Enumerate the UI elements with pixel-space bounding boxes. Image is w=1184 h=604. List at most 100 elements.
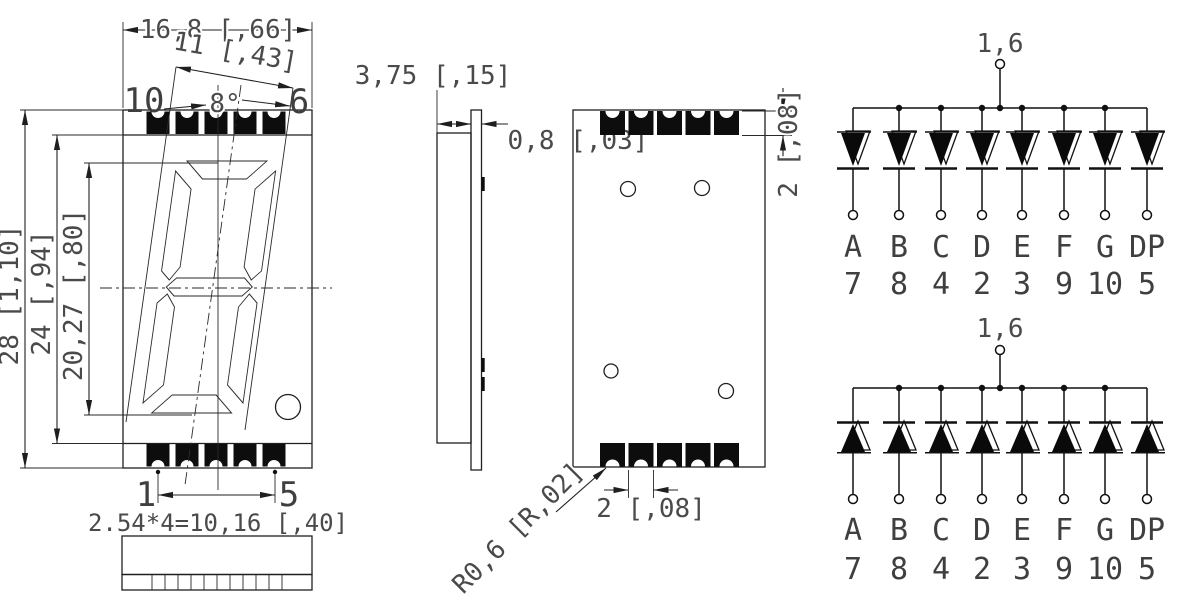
common-terminal — [994, 58, 1006, 70]
svg-text:5: 5 — [1138, 552, 1156, 587]
led-diode — [881, 386, 919, 505]
segment-g — [165, 277, 253, 297]
segment-e — [142, 293, 175, 405]
svg-text:A: A — [844, 230, 862, 265]
led-diode — [1087, 386, 1125, 505]
svg-text:2: 2 — [973, 552, 991, 587]
svg-text:G: G — [1096, 513, 1114, 548]
common-pins-label: 1,6 — [977, 29, 1024, 59]
segment-a — [185, 160, 269, 180]
pin-numbers: 7 8 4 2 3 9 10 5 — [844, 267, 1156, 302]
svg-text:G: G — [1096, 230, 1114, 265]
svg-text:4: 4 — [932, 552, 950, 587]
substrate — [470, 109, 483, 471]
junction-dots — [895, 384, 1109, 392]
led-diode — [923, 386, 961, 505]
back-top-pads — [600, 111, 739, 135]
segment-f — [161, 169, 192, 281]
led-diode — [923, 106, 961, 221]
segment-labels: A B C D E F G DP — [844, 230, 1165, 265]
pin-label-1: 1 — [136, 475, 156, 515]
svg-text:2: 2 — [973, 267, 991, 302]
mounting-hole — [603, 363, 619, 379]
svg-text:3: 3 — [1013, 552, 1031, 587]
svg-text:E: E — [1013, 513, 1031, 548]
svg-text:A: A — [844, 513, 862, 548]
dim-pin-pitch-label: 2.54*4=10,16 [,40] — [88, 509, 348, 537]
led-diode — [1129, 106, 1167, 221]
common-terminal — [994, 344, 1006, 356]
bottom-solder-pads — [146, 444, 286, 467]
mounting-hole — [693, 179, 711, 197]
epoxy-body — [436, 132, 472, 444]
dim-pad-length-label: 2 [,08] — [774, 88, 804, 198]
led-diode — [964, 106, 1002, 221]
pin-label-6: 6 — [289, 82, 309, 122]
svg-text:9: 9 — [1055, 552, 1073, 587]
segment-b — [243, 169, 277, 281]
svg-text:E: E — [1013, 230, 1031, 265]
dim-pad-width-label: 2 [,08] — [596, 494, 706, 524]
dim-slant-angle-label: 8° — [209, 89, 240, 119]
led-diode — [964, 386, 1002, 505]
svg-text:7: 7 — [844, 552, 862, 587]
svg-text:D: D — [973, 230, 991, 265]
led-diode — [1004, 386, 1042, 505]
dim-notch-radius-label: R0,6 [R,02] — [447, 457, 590, 600]
package-outline — [122, 109, 313, 469]
mounting-hole — [717, 382, 735, 400]
common-pins-label: 1,6 — [977, 314, 1024, 344]
svg-text:D: D — [973, 513, 991, 548]
svg-text:9: 9 — [1055, 267, 1073, 302]
segment-d — [150, 394, 233, 414]
led-diode — [1046, 106, 1084, 221]
svg-text:DP: DP — [1129, 230, 1165, 265]
schematic-common-cathode: 1,6 A B C D E F G DP 7 8 4 2 3 9 10 5 — [835, 312, 1167, 587]
pin-cells — [151, 574, 283, 590]
svg-text:10: 10 — [1087, 552, 1123, 587]
svg-text:8: 8 — [890, 552, 908, 587]
decimal-point — [274, 393, 302, 421]
dim-digit-height-label: 20,27 [,80] — [59, 209, 89, 381]
segment-c — [227, 293, 258, 405]
dim-inner-height-label: 24 [,94] — [27, 230, 57, 355]
back-outline — [572, 109, 766, 468]
pin-numbers: 7 8 4 2 3 9 10 5 — [844, 552, 1156, 587]
schematic-common-anode: 1,6 A B C D E F G DP 7 8 4 2 3 9 10 5 — [835, 27, 1167, 302]
svg-text:DP: DP — [1129, 513, 1165, 548]
front-view: 16,8 [,66] 11 [,43] 8° 28 [1,10] 24 [,94… — [0, 13, 350, 539]
svg-text:C: C — [932, 513, 950, 548]
svg-text:B: B — [890, 513, 908, 548]
svg-text:10: 10 — [1087, 267, 1123, 302]
back-view: 2 [,08] 2 [,08] R0,6 [R,02] — [445, 86, 806, 602]
led-diode — [1004, 106, 1042, 221]
pin-label-5: 5 — [279, 475, 299, 515]
mounting-hole — [619, 180, 637, 198]
led-diode — [881, 106, 919, 221]
back-bottom-pads — [600, 443, 739, 467]
dim-total-thickness-label: 3,75 [,15] — [355, 61, 512, 91]
svg-text:3: 3 — [1013, 267, 1031, 302]
dim-overall-height-label: 28 [1,10] — [0, 225, 25, 366]
dim-substrate-thickness-label: 0,8 [,03] — [508, 126, 649, 156]
pin-label-10: 10 — [124, 81, 165, 121]
led-diode — [1129, 386, 1167, 505]
svg-text:4: 4 — [932, 267, 950, 302]
svg-text:F: F — [1055, 230, 1073, 265]
svg-text:5: 5 — [1138, 267, 1156, 302]
led-diode — [835, 106, 873, 221]
svg-text:C: C — [932, 230, 950, 265]
side-view: 3,75 [,15] 0,8 [,03] — [353, 59, 650, 471]
slant-axis-centerline — [184, 84, 242, 486]
svg-text:8: 8 — [890, 267, 908, 302]
bottom-view — [121, 535, 313, 591]
led-diode — [1046, 386, 1084, 505]
svg-text:F: F — [1055, 513, 1073, 548]
dim-overall-width-label: 16,8 [,66] — [140, 15, 297, 45]
led-diode — [1087, 106, 1125, 221]
svg-text:7: 7 — [844, 267, 862, 302]
svg-text:B: B — [890, 230, 908, 265]
led-diode — [835, 386, 873, 505]
